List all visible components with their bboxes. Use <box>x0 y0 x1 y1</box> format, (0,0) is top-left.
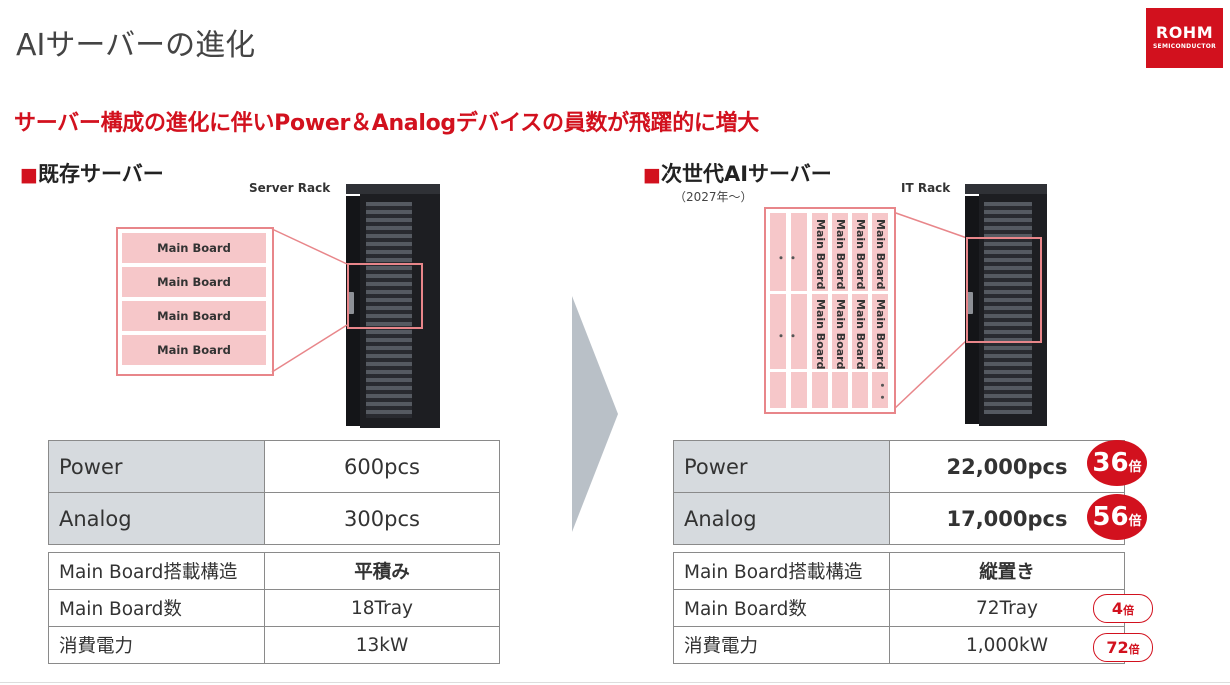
power-consumption-value: 1,000kW <box>889 626 1125 664</box>
table-row: 消費電力 13kW <box>48 626 500 664</box>
right-subtitle: （2027年～） <box>674 190 753 204</box>
badge-number: 36 <box>1092 448 1129 478</box>
table-row: Analog 300pcs <box>48 492 500 545</box>
board-column <box>832 213 848 408</box>
right-zoom-box: ・・ ・・ Main Board Main Board Main Board M… <box>764 207 896 414</box>
rohm-logo: ROHM SEMICONDUCTOR <box>1146 8 1223 68</box>
it-rack-label: IT Rack <box>901 181 951 195</box>
table-row: Analog 17,000pcs <box>673 492 1125 545</box>
badge-unit: 倍 <box>1128 643 1140 656</box>
table-row: Main Board数 18Tray <box>48 589 500 627</box>
main-board-row: Main Board <box>122 233 266 263</box>
power-consumption-label: 消費電力 <box>48 626 265 664</box>
board-count-label: Main Board数 <box>673 589 890 627</box>
chevron-right-arrow-icon <box>572 296 618 532</box>
headline: サーバー構成の進化に伴いPower＆Analogデバイスの員数が飛躍的に増大 <box>14 111 759 136</box>
board-column <box>852 213 868 408</box>
board-count-label: Main Board数 <box>48 589 265 627</box>
table-row: Power 600pcs <box>48 440 500 493</box>
badge-unit: 倍 <box>1123 604 1135 617</box>
main-board-vertical-label: Main Board <box>854 219 867 290</box>
ellipsis-dots: ・・ <box>775 329 800 343</box>
analog-value: 17,000pcs <box>889 492 1125 545</box>
badge-number: 56 <box>1092 502 1129 532</box>
page-title: AIサーバーの進化 <box>16 28 256 63</box>
analog-multiplier-badge: 56倍 <box>1087 494 1147 540</box>
badge-number: 72 <box>1106 638 1129 657</box>
main-board-row: Main Board <box>122 335 266 365</box>
structure-value: 平積み <box>264 552 500 590</box>
left-section-title: ■既存サーバー <box>20 158 164 188</box>
ellipsis-dots: ・・ <box>775 251 800 265</box>
analog-value: 300pcs <box>264 492 500 545</box>
analog-label: Analog <box>48 492 265 545</box>
power-label: Power <box>673 440 890 493</box>
logo-tagline: SEMICONDUCTOR <box>1152 43 1217 50</box>
badge-number: 4 <box>1111 599 1124 618</box>
right-highlight-rect <box>966 237 1042 343</box>
left-title-text: 既存サーバー <box>37 162 164 186</box>
right-section-title: ■次世代AIサーバー <box>643 158 832 188</box>
it-rack-handle <box>967 292 973 314</box>
server-rack-grille <box>366 202 412 418</box>
right-spec-table: Main Board搭載構造 縦置き Main Board数 72Tray 消費… <box>673 552 1125 664</box>
power-value: 600pcs <box>264 440 500 493</box>
square-bullet-icon: ■ <box>643 164 661 186</box>
badge-unit: 倍 <box>1128 460 1142 475</box>
bottom-divider <box>0 682 1230 683</box>
board-count-value: 72Tray <box>889 589 1125 627</box>
structure-value: 縦置き <box>889 552 1125 590</box>
table-row: Main Board搭載構造 縦置き <box>673 552 1125 590</box>
left-zoom-box: Main Board Main Board Main Board Main Bo… <box>116 227 274 376</box>
board-row-divider <box>770 369 888 372</box>
board-column <box>791 213 807 408</box>
table-row: Power 22,000pcs <box>673 440 1125 493</box>
main-board-vertical-label: Main Board <box>874 299 887 370</box>
table-row: Main Board搭載構造 平積み <box>48 552 500 590</box>
power-consumption-value: 13kW <box>264 626 500 664</box>
right-device-table: Power 22,000pcs Analog 17,000pcs <box>673 440 1125 545</box>
main-board-vertical-label: Main Board <box>814 299 827 370</box>
logo-brand: ROHM <box>1155 23 1214 42</box>
square-bullet-icon: ■ <box>20 164 38 186</box>
left-device-table: Power 600pcs Analog 300pcs <box>48 440 500 545</box>
power-consumption-label: 消費電力 <box>673 626 890 664</box>
board-column <box>872 213 888 408</box>
server-rack-handle <box>348 292 354 314</box>
badge-unit: 倍 <box>1128 514 1142 529</box>
analog-label: Analog <box>673 492 890 545</box>
table-row: Main Board数 72Tray <box>673 589 1125 627</box>
left-spec-table: Main Board搭載構造 平積み Main Board数 18Tray 消費… <box>48 552 500 664</box>
structure-label: Main Board搭載構造 <box>48 552 265 590</box>
main-board-vertical-label: Main Board <box>834 219 847 290</box>
board-column <box>770 213 786 408</box>
power-consumption-multiplier-badge: 72倍 <box>1093 633 1153 662</box>
board-count-multiplier-badge: 4倍 <box>1093 594 1153 623</box>
table-row: 消費電力 1,000kW <box>673 626 1125 664</box>
power-multiplier-badge: 36倍 <box>1087 440 1147 486</box>
main-board-row: Main Board <box>122 301 266 331</box>
main-board-vertical-label: Main Board <box>874 219 887 290</box>
structure-label: Main Board搭載構造 <box>673 552 890 590</box>
left-highlight-rect <box>347 263 423 329</box>
server-rack-label: Server Rack <box>249 181 331 195</box>
board-row-divider <box>770 291 888 294</box>
it-rack-top <box>965 184 1047 194</box>
power-label: Power <box>48 440 265 493</box>
board-column <box>812 213 828 408</box>
board-count-value: 18Tray <box>264 589 500 627</box>
main-board-vertical-label: Main Board <box>834 299 847 370</box>
power-value: 22,000pcs <box>889 440 1125 493</box>
right-title-text: 次世代AIサーバー <box>660 162 832 186</box>
server-rack-top <box>346 184 440 194</box>
ellipsis-dots: ・・ <box>875 379 889 403</box>
main-board-vertical-label: Main Board <box>814 219 827 290</box>
main-board-row: Main Board <box>122 267 266 297</box>
main-board-vertical-label: Main Board <box>854 299 867 370</box>
